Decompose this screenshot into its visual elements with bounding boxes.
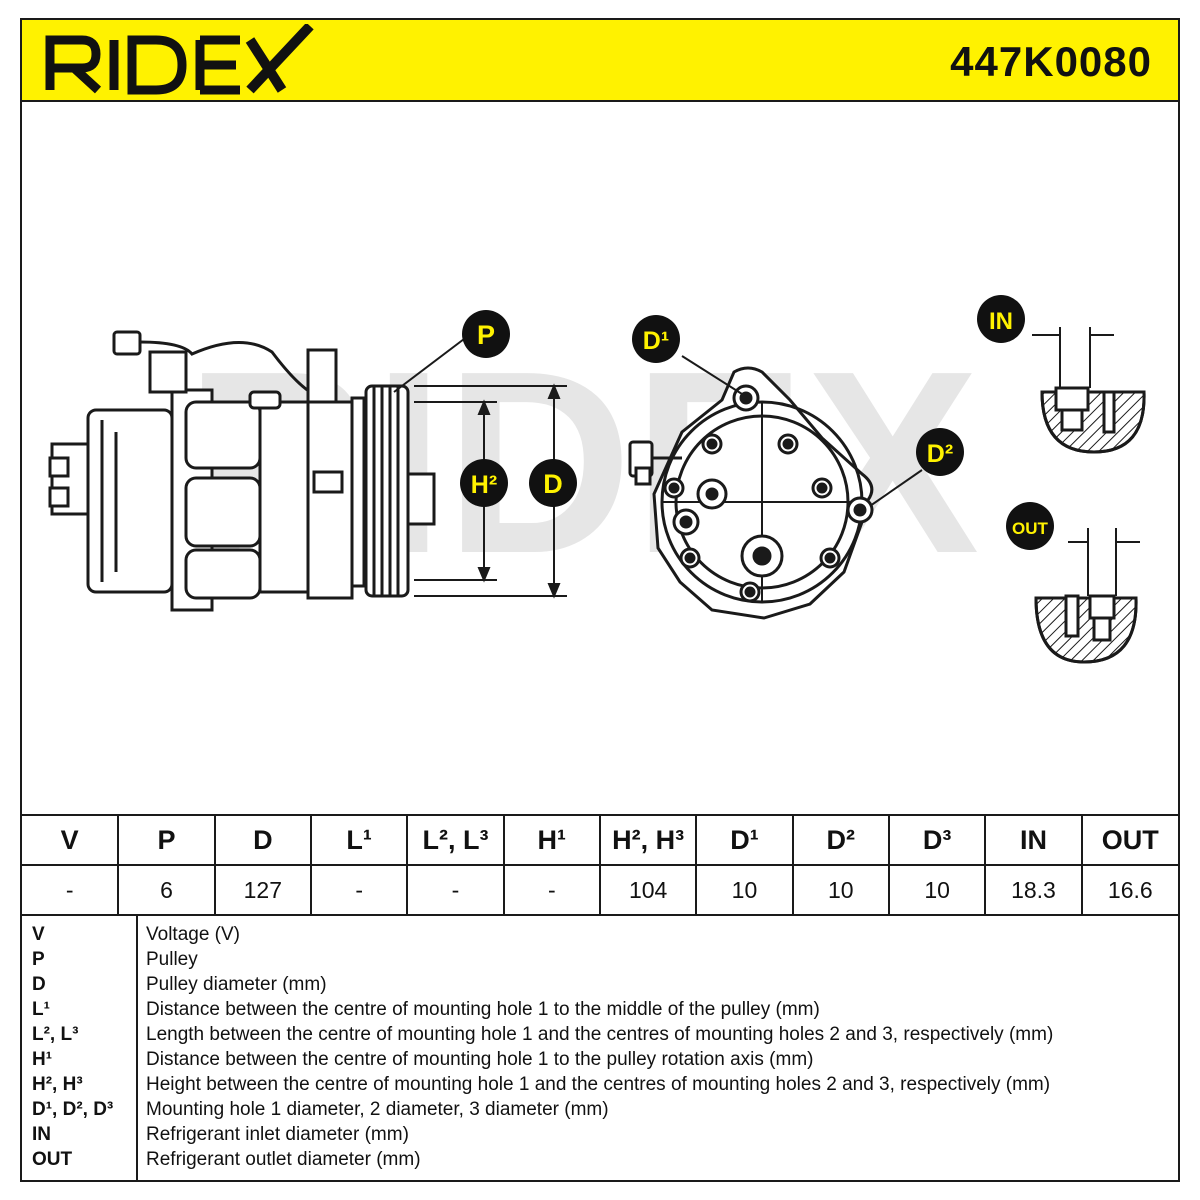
legend-row: H², H³ Height between the centre of moun…: [22, 1072, 1178, 1097]
legend-row: D¹, D², D³ Mounting hole 1 diameter, 2 d…: [22, 1097, 1178, 1122]
spec-header-l2-l3: L², L³: [407, 815, 505, 866]
legend-desc: Refrigerant outlet diameter (mm): [146, 1149, 421, 1170]
legend: V Voltage (V) P Pulley D Pulley diameter…: [22, 914, 1178, 1180]
legend-key: L¹: [32, 999, 50, 1020]
spec-value-h2-h3: 104: [599, 865, 698, 916]
legend-row: P Pulley: [22, 947, 1178, 972]
legend-row: H¹ Distance between the centre of mounti…: [22, 1047, 1178, 1072]
svg-text:D: D: [543, 469, 563, 499]
spec-value-d: 127: [214, 865, 312, 916]
spec-header-row: V P D L¹ L², L³ H¹ H², H³ D¹ D² D³ IN OU…: [22, 815, 1178, 866]
spec-header-d3: D³: [888, 815, 987, 866]
spec-header-out: OUT: [1081, 815, 1178, 866]
spec-value-h1: -: [503, 865, 601, 916]
spec-value-d3: 10: [888, 865, 987, 916]
compressor-side-view: [48, 330, 436, 612]
label-d: D: [529, 459, 577, 507]
legend-row: IN Refrigerant inlet diameter (mm): [22, 1122, 1178, 1147]
legend-row: V Voltage (V): [22, 922, 1178, 947]
spec-header-p: P: [118, 815, 216, 866]
spec-header-h2-h3: H², H³: [599, 815, 698, 866]
legend-desc: Distance between the centre of mounting …: [146, 1049, 814, 1070]
legend-row: L¹ Distance between the centre of mounti…: [22, 997, 1178, 1022]
spec-header-v: V: [22, 815, 120, 866]
spec-header-in: IN: [985, 815, 1083, 866]
legend-key: H², H³: [32, 1074, 83, 1095]
technical-drawing: RIDEX: [48, 295, 1146, 664]
mounting-holes: [663, 384, 874, 603]
label-d1: D¹: [632, 315, 680, 363]
legend-desc: Distance between the centre of mounting …: [146, 999, 820, 1020]
spec-value-in: 18.3: [985, 865, 1083, 916]
legend-key: P: [32, 949, 45, 970]
legend-row: OUT Refrigerant outlet diameter (mm): [22, 1147, 1178, 1172]
legend-key: V: [32, 924, 45, 945]
legend-key: L², L³: [32, 1024, 79, 1045]
outlet-port-section: [1034, 528, 1140, 664]
legend-desc: Pulley: [146, 949, 198, 970]
front-leaders: [681, 355, 923, 507]
part-number: 447K0080: [950, 38, 1152, 85]
spec-value-p: 6: [118, 865, 216, 916]
spec-header-d2: D²: [792, 815, 890, 866]
svg-text:H²: H²: [471, 471, 497, 499]
legend-key: D¹, D², D³: [32, 1099, 114, 1120]
legend-desc: Pulley diameter (mm): [146, 974, 327, 995]
label-out: OUT: [1006, 502, 1054, 550]
datasheet: 447K0080 RIDEX: [20, 18, 1180, 1182]
spec-table: V P D L¹ L², L³ H¹ H², H³ D¹ D² D³ IN OU…: [22, 814, 1178, 916]
label-d2: D²: [916, 428, 964, 476]
spec-value-l2-l3: -: [407, 865, 505, 916]
spec-value-out: 16.6: [1081, 865, 1178, 916]
legend-desc: Height between the centre of mounting ho…: [146, 1074, 1051, 1095]
spec-header-h1: H¹: [503, 815, 601, 866]
spec-value-v: -: [22, 865, 120, 916]
spec-value-row: - 6 127 - - - 104 10 10 10 18.3 16.6: [22, 865, 1178, 916]
legend-key: IN: [32, 1124, 51, 1145]
spec-value-l1: -: [310, 865, 409, 916]
ridex-logo: [45, 24, 314, 95]
spec-header-d: D: [214, 815, 312, 866]
svg-text:D²: D²: [927, 440, 953, 468]
svg-text:OUT: OUT: [1012, 519, 1049, 538]
legend-row: D Pulley diameter (mm): [22, 972, 1178, 997]
legend-desc: Refrigerant inlet diameter (mm): [146, 1124, 409, 1145]
legend-desc: Length between the centre of mounting ho…: [146, 1024, 1054, 1045]
legend-divider: [136, 914, 138, 1180]
header-bar: 447K0080: [22, 20, 1178, 102]
compressor-front-view: [628, 366, 874, 620]
label-p: P: [462, 310, 510, 358]
legend-row: L², L³ Length between the centre of moun…: [22, 1022, 1178, 1047]
legend-key: OUT: [32, 1149, 73, 1170]
svg-text:P: P: [477, 320, 495, 350]
label-h2: H²: [460, 459, 508, 507]
spec-value-d1: 10: [696, 865, 794, 916]
spec-header-l1: L¹: [310, 815, 409, 866]
svg-text:D¹: D¹: [643, 327, 669, 355]
spec-value-d2: 10: [792, 865, 890, 916]
svg-text:IN: IN: [989, 308, 1013, 335]
legend-desc: Mounting hole 1 diameter, 2 diameter, 3 …: [146, 1099, 609, 1120]
label-in: IN: [977, 295, 1025, 343]
inlet-port-section: [1032, 327, 1146, 454]
legend-key: H¹: [32, 1049, 53, 1070]
legend-key: D: [32, 974, 46, 995]
spec-header-d1: D¹: [696, 815, 794, 866]
legend-desc: Voltage (V): [146, 924, 240, 945]
